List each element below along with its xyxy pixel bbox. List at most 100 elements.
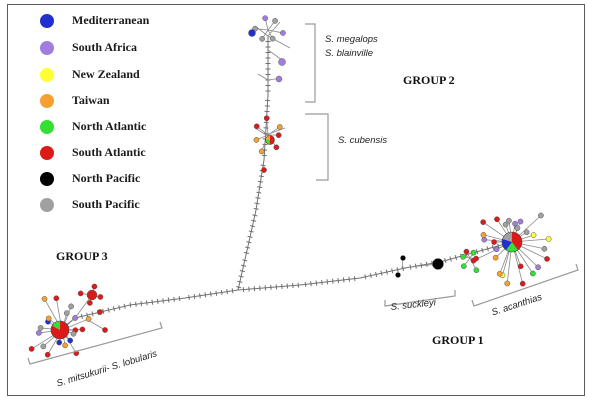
haplotype-pie-node: [50, 320, 70, 340]
south-atlantic-dot-icon: [40, 146, 54, 160]
haplotype-node: [280, 30, 286, 36]
haplotype-node: [85, 316, 92, 322]
mutation-tick: [369, 273, 372, 279]
pie-slice: [265, 135, 270, 140]
mutation-tick: [254, 202, 260, 205]
mutation-tick: [257, 180, 264, 183]
north-atlantic-dot-icon: [40, 120, 54, 134]
mutation-tick: [258, 175, 264, 178]
haplotype-node: [519, 280, 526, 287]
mutation-tick: [107, 307, 110, 313]
haplotype-node: [41, 296, 48, 302]
mutation-tick: [385, 269, 388, 275]
mutation-tick: [91, 311, 94, 317]
haplotype-node: [535, 264, 541, 271]
haplotype-node: [460, 263, 467, 270]
mutation-tick: [243, 251, 250, 254]
legend-label: North Atlantic: [72, 119, 147, 133]
pie-outline: [50, 320, 70, 340]
mutation-tick: [238, 275, 244, 278]
pie-slice: [270, 135, 275, 145]
haplotype-node: [102, 327, 108, 333]
mutation-tick: [145, 300, 148, 306]
mutation-tick: [321, 279, 323, 285]
mutation-tick: [239, 270, 245, 273]
haplotype-node: [275, 75, 283, 83]
mutation-tick: [226, 289, 228, 295]
haplotype-node: [473, 255, 479, 262]
mutation-tick: [215, 290, 218, 296]
network-branch: [401, 263, 439, 269]
haplotype-nodes: [28, 15, 552, 358]
group-1-label: GROUP 1: [432, 333, 484, 347]
mutation-tick: [342, 277, 345, 283]
group-3-label: GROUP 3: [56, 249, 108, 263]
mutation-tick: [204, 292, 207, 298]
haplotype-node: [263, 115, 270, 122]
haplotype-node: [473, 267, 480, 274]
haplotype-node: [506, 217, 512, 224]
haplotype-node: [44, 351, 51, 358]
mutation-tick: [310, 281, 312, 287]
legend-label: South Pacific: [72, 197, 140, 211]
haplotype-node: [248, 29, 256, 37]
taiwan-dot-icon: [40, 94, 54, 108]
pie-slice: [51, 321, 70, 339]
haplotype-node: [400, 255, 406, 261]
haplotype-node: [272, 18, 278, 24]
pie-slice: [512, 232, 522, 251]
haplotype-node: [463, 248, 470, 255]
north-pacific-dot-icon: [40, 172, 54, 186]
mutation-tick: [391, 268, 394, 274]
haplotype-node: [97, 309, 103, 315]
haplotype-node: [253, 137, 260, 143]
mutation-tick: [231, 288, 234, 294]
haplotype-node: [97, 294, 104, 300]
haplotype-node: [262, 15, 268, 22]
pie-outline: [501, 231, 523, 253]
mutation-tick: [256, 191, 262, 194]
haplotype-node: [62, 342, 68, 349]
mutation-tick: [337, 277, 340, 284]
haplotype-node: [269, 35, 276, 42]
mutation-tick: [331, 278, 334, 284]
haplotype-node: [35, 330, 42, 336]
mutation-tick: [199, 293, 201, 299]
species-brackets: [27, 23, 579, 365]
haplotype-node: [529, 270, 536, 277]
haplotype-node: [545, 236, 552, 242]
haplotype-node: [544, 256, 550, 262]
haplotype-node: [87, 300, 93, 306]
haplotype-node: [470, 249, 477, 256]
mutation-tick: [491, 244, 495, 250]
haplotype-node: [480, 219, 487, 225]
mutation-tick: [209, 291, 212, 297]
mutation-tick: [353, 276, 356, 282]
new-zealand-dot-icon: [40, 68, 54, 82]
mutation-tick: [364, 274, 367, 280]
legend-label: Taiwan: [72, 93, 110, 107]
legend-label: North Pacific: [72, 171, 141, 185]
haplotype-node: [480, 232, 487, 238]
haplotype-node: [278, 58, 286, 66]
network-branch: [254, 127, 267, 136]
haplotype-node: [68, 303, 74, 310]
haplotype-node: [494, 216, 500, 223]
mutation-tick: [80, 313, 83, 319]
haplotype-pie-node: [265, 135, 275, 145]
haplotype-node: [79, 326, 86, 333]
mutation-tick: [156, 298, 159, 305]
mutation-tick: [486, 246, 489, 252]
haplotype-node: [517, 218, 524, 225]
legend-label: Mediterranean: [72, 13, 150, 27]
mutation-tick: [315, 280, 318, 286]
mutation-tick: [251, 219, 257, 222]
mutation-tick: [449, 256, 452, 262]
mediterranean-dot-icon: [40, 14, 54, 28]
mutation-tick: [380, 270, 383, 276]
haplotype-node: [258, 148, 265, 155]
haplotype-node: [538, 212, 544, 219]
haplotype-node: [261, 167, 267, 173]
species-blainville-label: S. blainville: [325, 48, 374, 59]
